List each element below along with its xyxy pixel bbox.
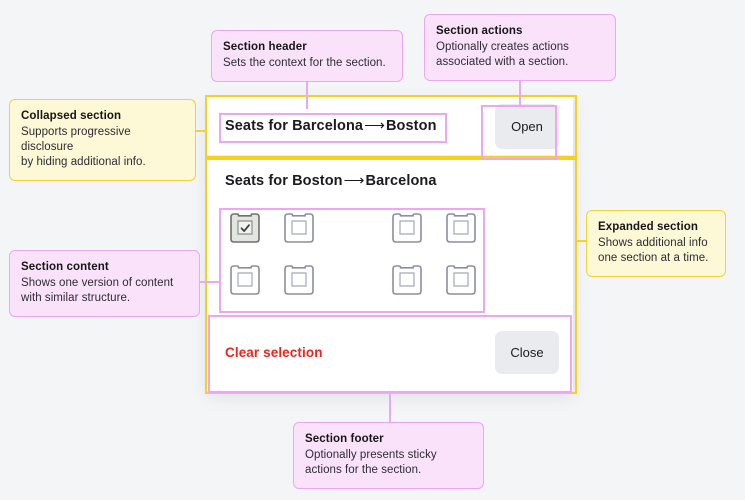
arrow-right-icon: ⟶	[343, 173, 365, 189]
collapsed-title-origin: Seats for Barcelona	[225, 118, 364, 134]
seat-grid-aisle	[333, 208, 373, 248]
seat-grid-aisle	[333, 260, 373, 300]
seat-icon-2D[interactable]	[441, 260, 481, 300]
seat-icon-1D[interactable]	[441, 208, 481, 248]
callout-title: Section header	[223, 41, 307, 53]
section-content	[207, 200, 573, 300]
callout-title: Expanded section	[598, 221, 699, 233]
seat-icon-1A[interactable]	[225, 208, 265, 248]
callout-section-header: Section header Sets the context for the …	[211, 30, 403, 82]
callout-section-actions: Section actions Optionally creates actio…	[424, 14, 616, 81]
leader-line-section-content	[200, 281, 220, 283]
callout-section-content: Section content Shows one version of con…	[9, 250, 200, 317]
clear-selection-button[interactable]: Clear selection	[225, 344, 323, 360]
close-button[interactable]: Close	[495, 330, 559, 374]
callout-title: Collapsed section	[21, 110, 122, 122]
expanded-section-title: Seats for Boston⟶Barcelona	[225, 173, 573, 189]
seat-icon-2B[interactable]	[279, 260, 319, 300]
accordion-card: Seats for Barcelona⟶Boston Open Seats fo…	[207, 97, 573, 391]
section-footer: Clear selection Close	[207, 313, 573, 391]
seat-icon-2C[interactable]	[387, 260, 427, 300]
seat-icon-2A[interactable]	[225, 260, 265, 300]
expanded-title-origin: Seats for Boston	[225, 173, 343, 189]
arrow-right-icon: ⟶	[364, 118, 385, 134]
open-button[interactable]: Open	[495, 103, 559, 149]
expanded-title-destination: Barcelona	[365, 173, 437, 189]
callout-title: Section actions	[436, 25, 523, 37]
collapsed-title-destination: Boston	[385, 118, 437, 134]
collapsed-section-title: Seats for Barcelona⟶Boston	[225, 118, 437, 134]
callout-title: Section content	[21, 261, 109, 273]
expanded-section-header: Seats for Boston⟶Barcelona	[207, 156, 573, 200]
leader-line-section-header	[306, 76, 308, 109]
leader-line-collapsed-section	[196, 130, 206, 132]
callout-section-footer: Section footer Optionally presents stick…	[293, 422, 484, 489]
callout-title: Section footer	[305, 433, 384, 445]
leader-line-section-actions	[519, 80, 521, 106]
collapsed-section: Seats for Barcelona⟶Boston Open	[207, 97, 573, 156]
leader-line-section-footer	[389, 392, 391, 423]
seat-icon-1B[interactable]	[279, 208, 319, 248]
seat-grid	[225, 208, 485, 300]
callout-collapsed-section: Collapsed section Supports progressive d…	[9, 99, 196, 181]
seat-icon-1C[interactable]	[387, 208, 427, 248]
leader-line-expanded-section	[577, 240, 587, 242]
callout-body: Sets the context for the section.	[223, 56, 386, 69]
